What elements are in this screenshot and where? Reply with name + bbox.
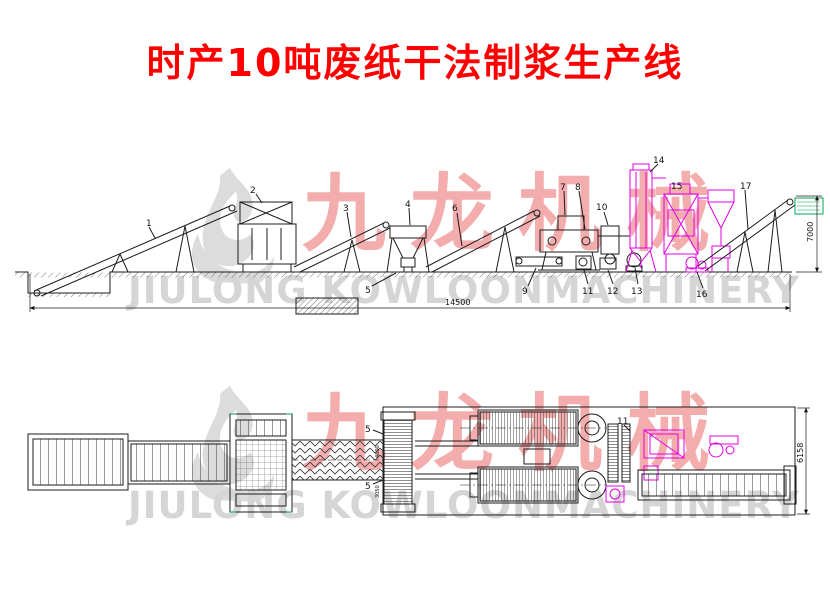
label-14: 14 bbox=[653, 156, 665, 166]
label-17: 17 bbox=[740, 182, 751, 192]
plan-feeder bbox=[372, 411, 416, 513]
label-16: 16 bbox=[696, 290, 708, 300]
label-1: 1 bbox=[146, 219, 152, 229]
plan-screen-bars bbox=[607, 423, 631, 483]
plan-magenta-group bbox=[605, 429, 739, 503]
plan-storage-conveyor bbox=[27, 433, 231, 491]
discharge-conveyor-9 bbox=[515, 256, 563, 287]
unit-10 bbox=[600, 211, 620, 265]
foundation-block bbox=[295, 297, 359, 315]
label-8: 8 bbox=[575, 183, 581, 193]
label-15: 15 bbox=[671, 182, 682, 192]
incline-conveyor-17 bbox=[697, 189, 796, 273]
plan-ducts bbox=[415, 440, 478, 480]
elevation-view bbox=[15, 163, 824, 315]
plan-labels: 5 5 11 4800 3050 6158 bbox=[365, 417, 805, 498]
plan-right-conveyor bbox=[637, 465, 797, 505]
label-2: 2 bbox=[250, 186, 256, 196]
incline-conveyor-1 bbox=[33, 204, 238, 297]
ground-line bbox=[15, 271, 792, 297]
feeder-hopper-4 bbox=[371, 207, 430, 287]
dimension-length bbox=[29, 274, 791, 312]
plan-center-box bbox=[523, 448, 551, 465]
spec-note-box bbox=[794, 197, 824, 215]
elevation-labels: 1 2 3 4 5 6 7 8 9 10 11 12 13 14 15 16 1… bbox=[146, 156, 815, 307]
dimension-plan-width bbox=[797, 407, 810, 515]
label-11: 11 bbox=[582, 287, 593, 297]
leader-14 bbox=[649, 163, 659, 173]
label-10: 10 bbox=[596, 203, 608, 213]
label-4: 4 bbox=[405, 200, 411, 210]
label-3: 3 bbox=[343, 204, 349, 214]
dim-length-text: 14500 bbox=[445, 298, 470, 307]
leader-16 bbox=[696, 271, 704, 289]
label-5: 5 bbox=[365, 286, 371, 296]
incline-conveyor-6 bbox=[425, 209, 541, 273]
magenta-equipment-group bbox=[625, 163, 735, 273]
label-9: 9 bbox=[522, 287, 528, 297]
dimension-height bbox=[796, 195, 822, 273]
dim-height-text: 7000 bbox=[806, 222, 815, 242]
leader-plan-11 bbox=[623, 424, 631, 432]
plan-label-5a: 5 bbox=[365, 425, 371, 435]
page-title: 时产10吨废纸干法制浆生产线 bbox=[146, 41, 684, 85]
plan-dim-a: 4800 bbox=[375, 445, 381, 458]
incline-conveyor-3 bbox=[293, 211, 391, 273]
bale-opener-2 bbox=[237, 193, 297, 272]
plan-label-11: 11 bbox=[617, 417, 628, 427]
plan-chevron-belt bbox=[291, 439, 385, 481]
label-13: 13 bbox=[631, 287, 642, 297]
plan-view bbox=[27, 406, 810, 516]
ground-units-11-12-13 bbox=[575, 252, 643, 285]
plan-label-5b: 5 bbox=[365, 482, 371, 492]
label-7: 7 bbox=[560, 183, 566, 193]
label-12: 12 bbox=[607, 287, 618, 297]
plan-bale-opener bbox=[229, 413, 293, 513]
vibrating-screen-7-8 bbox=[538, 190, 630, 271]
plan-dim-b: 3050 bbox=[375, 485, 381, 498]
plan-dim-width-text: 6158 bbox=[796, 443, 805, 463]
label-6: 6 bbox=[452, 204, 458, 214]
